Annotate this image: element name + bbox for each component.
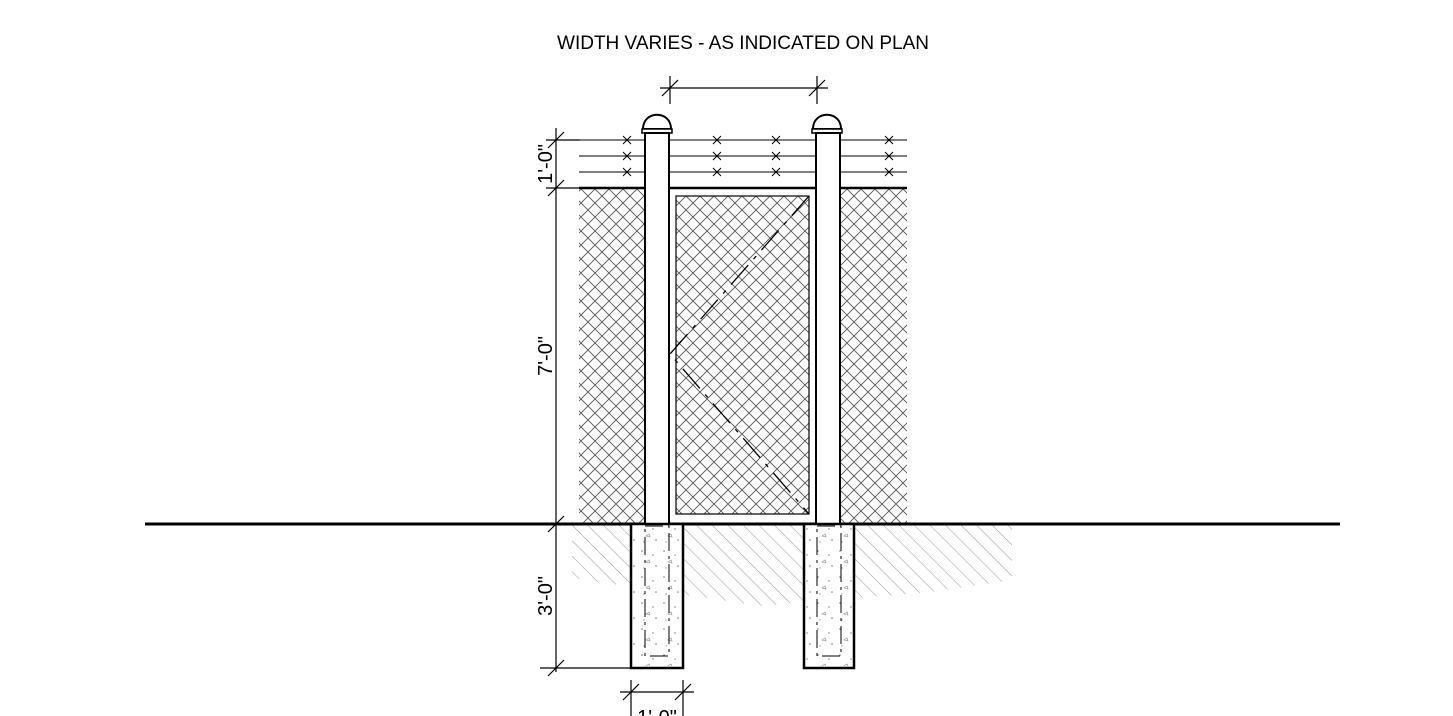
gate-fabric <box>676 196 809 514</box>
barbed-wire <box>579 139 907 173</box>
post-right <box>811 113 843 525</box>
fence-fabric-left <box>579 188 644 524</box>
vertical-dimension <box>540 128 630 677</box>
dim-fabric-height: 7'-0" <box>535 336 557 376</box>
fence-fabric-right <box>840 188 907 524</box>
drawing-title: WIDTH VARIES - AS INDICATED ON PLAN <box>557 33 929 54</box>
dim-barbed-wire-height: 1'-0" <box>535 144 557 184</box>
gate-frame-inner <box>675 195 810 515</box>
footing-right <box>802 522 856 670</box>
footing-width-dimension <box>620 680 694 716</box>
gate-swing-indicator <box>669 195 810 515</box>
footing-left <box>629 522 685 670</box>
post-left <box>641 113 673 525</box>
barbs <box>622 135 894 177</box>
dim-footing-width: 1'-0" <box>637 707 677 716</box>
width-dimension <box>660 76 828 104</box>
dim-footing-depth: 3'-0" <box>535 576 557 616</box>
